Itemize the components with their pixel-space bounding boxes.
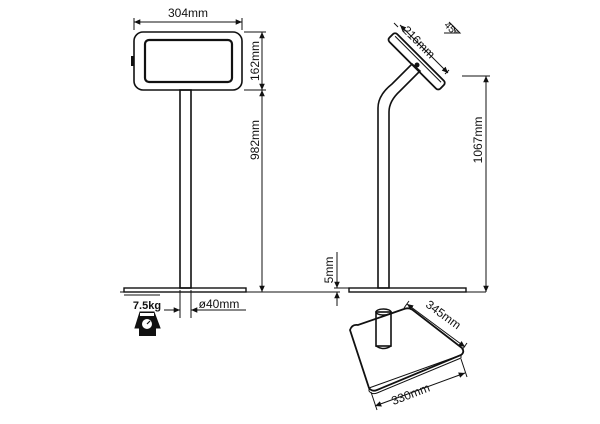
pole-side xyxy=(377,62,422,289)
base-depth-label: 345mm xyxy=(423,297,464,332)
pole-stub-iso xyxy=(375,308,392,350)
base-thickness-label: 5mm xyxy=(322,257,336,284)
weight-block: 7.5kg xyxy=(124,294,161,336)
scale-weight-icon xyxy=(134,311,161,336)
base-plate-iso xyxy=(349,307,465,392)
side-view: 216mm 45° 1067mm 5mm xyxy=(322,20,490,306)
tilt-label: 45° xyxy=(442,20,460,38)
tablet-screen-front xyxy=(143,38,234,84)
side-button xyxy=(131,56,134,66)
total-height-label: 1067mm xyxy=(471,117,485,164)
base-view: 345mm 330mm xyxy=(349,297,468,411)
pole-height-label: 982mm xyxy=(248,120,262,160)
pole-front xyxy=(179,89,192,289)
weight-label: 7.5kg xyxy=(133,300,161,312)
tilt-angle: 45° xyxy=(442,20,462,38)
pole-diameter-label: ø40mm xyxy=(199,297,240,311)
front-view: 304mm 162mm 982mm ø40mm xyxy=(123,6,266,318)
screen-height-label: 162mm xyxy=(248,41,262,81)
front-width-label: 304mm xyxy=(168,6,208,20)
base-plate-front xyxy=(123,287,247,293)
base-plate-side xyxy=(348,287,467,293)
